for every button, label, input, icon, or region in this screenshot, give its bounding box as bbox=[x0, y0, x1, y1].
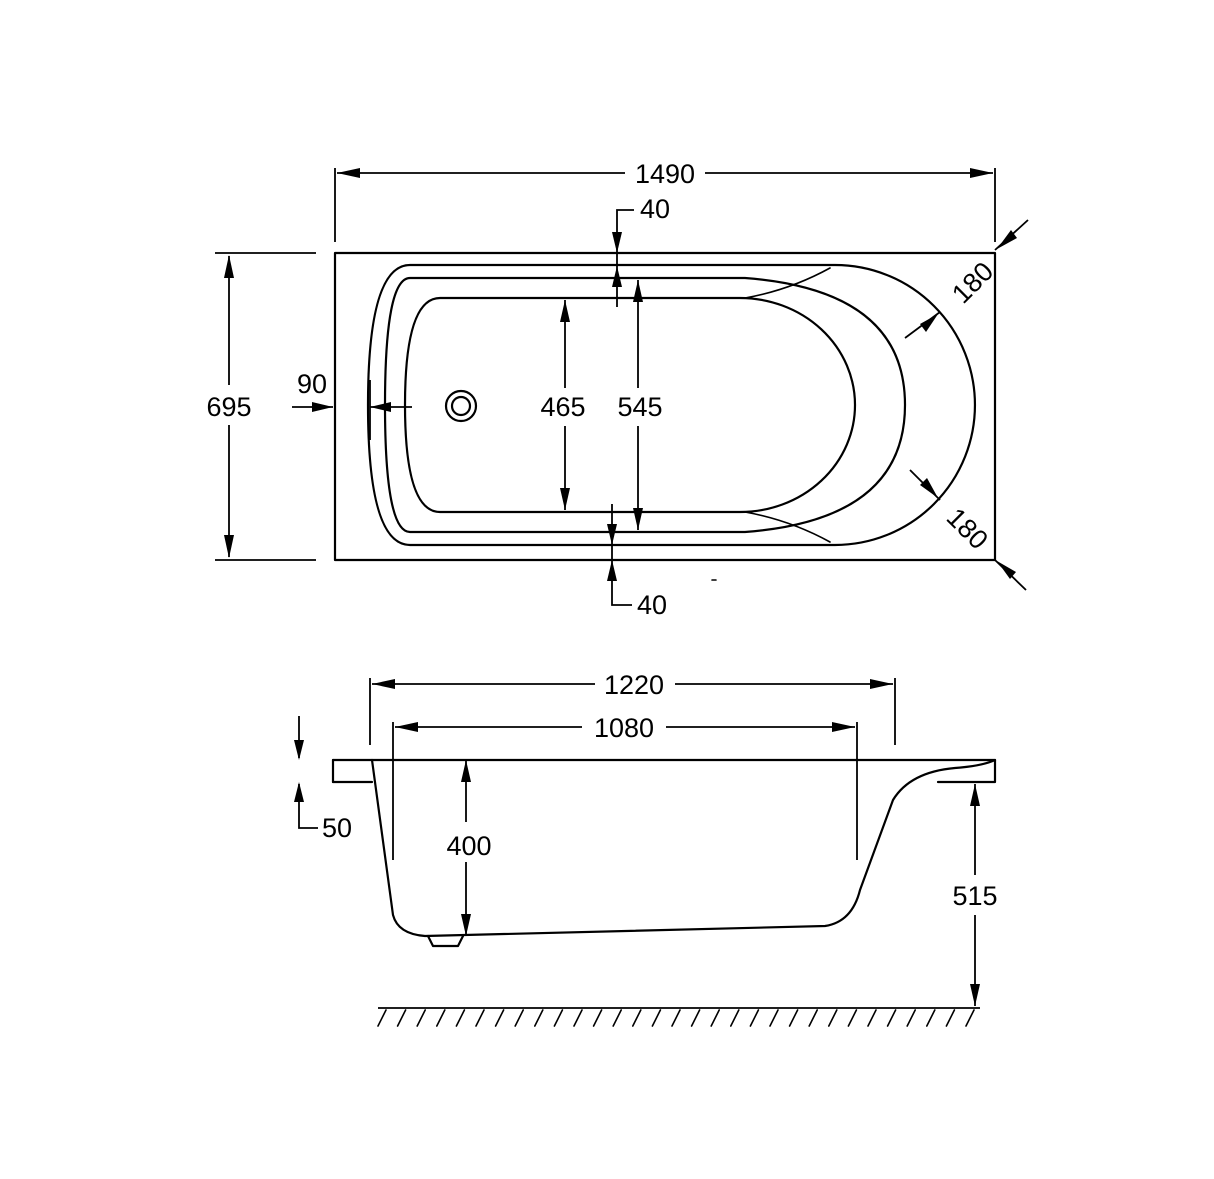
tub-outline-top bbox=[333, 251, 997, 562]
top-view: 1490 695 90 40 40 465 bbox=[206, 159, 1029, 620]
dim-inner-width-545: 545 bbox=[617, 392, 662, 422]
hatch-mark bbox=[945, 1009, 956, 1027]
rim-middle-contour bbox=[383, 276, 907, 534]
hatch-mark bbox=[533, 1009, 544, 1027]
hatch-mark bbox=[631, 1009, 642, 1027]
hatch-mark bbox=[435, 1009, 446, 1027]
backrest-curve-top bbox=[744, 267, 831, 299]
hatch-mark bbox=[671, 1009, 681, 1027]
hatch-mark bbox=[710, 1009, 721, 1027]
dim-overall-length: 1490 bbox=[635, 159, 695, 189]
dim-rim-bottom: 40 bbox=[637, 590, 667, 620]
hatch-mark bbox=[906, 1009, 917, 1027]
hatch-mark bbox=[749, 1009, 760, 1027]
tub-foot bbox=[426, 934, 465, 948]
hatch-mark bbox=[396, 1009, 407, 1027]
hatch-mark bbox=[867, 1009, 877, 1027]
hatch-mark bbox=[553, 1009, 564, 1027]
hatch-mark bbox=[788, 1009, 799, 1027]
tub-body-side bbox=[370, 758, 997, 938]
hatch-mark bbox=[592, 1009, 603, 1027]
dim-total-height: 515 bbox=[952, 881, 997, 911]
hatch-mark bbox=[827, 1009, 838, 1027]
hatch-mark bbox=[514, 1009, 525, 1027]
hatch-mark bbox=[965, 1009, 975, 1027]
hatch-mark bbox=[612, 1009, 623, 1027]
rim-outer-contour bbox=[366, 263, 977, 547]
dim-inner-width-465: 465 bbox=[540, 392, 585, 422]
dim-bottom-length: 1080 bbox=[594, 713, 654, 743]
hatch-mark bbox=[494, 1009, 505, 1027]
hatch-mark bbox=[808, 1009, 819, 1027]
hatch-mark bbox=[475, 1009, 485, 1027]
hatch-mark bbox=[847, 1009, 858, 1027]
hatch-mark bbox=[690, 1009, 701, 1027]
dim-rim-top: 40 bbox=[640, 194, 670, 224]
dim-overall-width: 695 bbox=[206, 392, 251, 422]
hatch-mark bbox=[651, 1009, 662, 1027]
dim-end-rim: 90 bbox=[297, 369, 327, 399]
dim-depth: 400 bbox=[446, 831, 491, 861]
hatch-mark bbox=[416, 1009, 427, 1027]
side-view: 1220 1080 50 400 515 bbox=[294, 670, 998, 1027]
dim-corner-top: 180 bbox=[946, 256, 999, 309]
dim-corner-bottom: 180 bbox=[941, 502, 994, 555]
backrest-curve-bottom bbox=[744, 511, 831, 543]
dim-rim-thickness: 50 bbox=[322, 813, 352, 843]
hatch-mark bbox=[573, 1009, 583, 1027]
hatch-mark bbox=[886, 1009, 897, 1027]
dim-top-length: 1220 bbox=[604, 670, 664, 700]
basin-contour bbox=[403, 296, 857, 514]
drain-outer bbox=[444, 389, 478, 423]
hatch-mark bbox=[377, 1009, 387, 1027]
drain-inner bbox=[450, 395, 472, 417]
tub-rim-side bbox=[331, 758, 997, 784]
hatch-mark bbox=[769, 1009, 779, 1027]
hatch-mark bbox=[925, 1009, 936, 1027]
hatch-mark bbox=[455, 1009, 466, 1027]
floor-hatching bbox=[377, 1009, 975, 1027]
hatch-mark bbox=[729, 1009, 740, 1027]
